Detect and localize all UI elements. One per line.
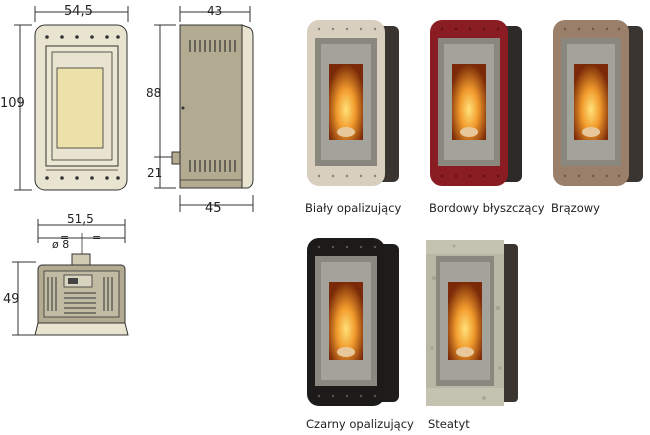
- stove-white-opal: [307, 20, 399, 186]
- stove-brown: [553, 20, 643, 186]
- side-height-label: 88: [146, 86, 162, 100]
- front-width-label: 54,5: [64, 4, 93, 19]
- variant-label-brown: Brązowy: [551, 201, 600, 215]
- front-height-label: 109: [0, 96, 25, 111]
- variant-label-bordeaux: Bordowy błyszczący: [429, 201, 545, 215]
- front-view-drawing: [14, 6, 129, 191]
- variant-label-black: Czarny opalizujący: [306, 417, 414, 431]
- side-depth-top-label: 43: [207, 4, 223, 18]
- svg-text:=: =: [60, 231, 69, 244]
- variant-label-white: Biały opalizujący: [305, 201, 402, 215]
- top-width-label: 51,5: [67, 212, 94, 226]
- stove-steatite: [426, 240, 518, 406]
- side-view-drawing: [154, 6, 254, 212]
- svg-text:=: =: [92, 231, 101, 244]
- stove-bordeaux: [430, 20, 522, 186]
- side-low-label: 21: [147, 166, 163, 180]
- side-depth-bottom-label: 45: [205, 201, 222, 216]
- top-pipe-label: ø 8: [52, 238, 70, 251]
- stove-black: [307, 238, 399, 406]
- top-view-drawing: = =: [12, 219, 129, 336]
- top-height-label: 49: [3, 292, 20, 307]
- variant-label-steatite: Steatyt: [428, 417, 470, 431]
